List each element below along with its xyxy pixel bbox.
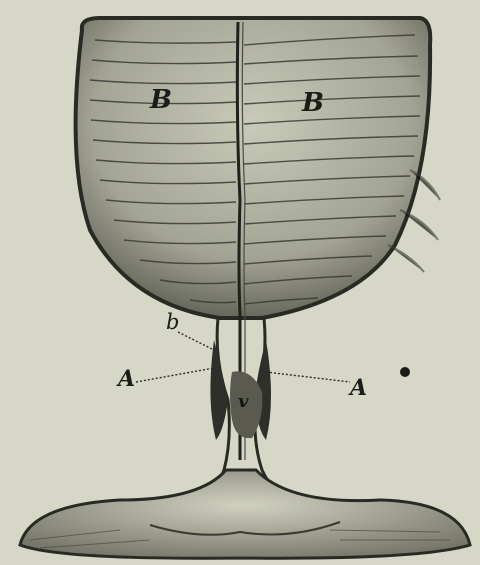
ink-dot: [400, 367, 410, 377]
label-v: v: [238, 393, 248, 411]
leader-a-right: [266, 372, 350, 382]
label-b-right-lobe: B: [302, 90, 324, 116]
leader-b-small: [178, 332, 218, 352]
label-b-small: b: [166, 312, 179, 333]
leader-a-left: [136, 368, 214, 382]
label-a-right: A: [350, 377, 367, 399]
label-a-left: A: [118, 368, 135, 390]
label-b-left-lobe: B: [150, 87, 172, 113]
